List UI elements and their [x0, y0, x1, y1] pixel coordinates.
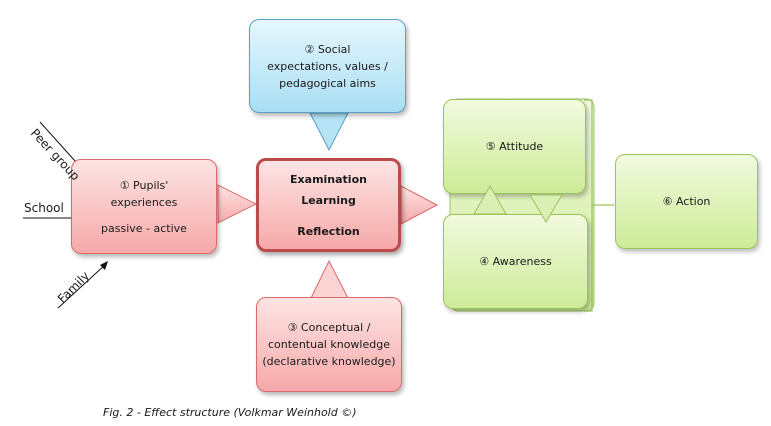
- awareness-label: ④ Awareness: [479, 255, 552, 268]
- conceptual-line-1: ③ Conceptual /: [287, 321, 371, 334]
- conceptual-callout-pointer: [310, 259, 349, 299]
- pupils-line-2: experiences: [110, 195, 178, 209]
- awareness-box: ④ Awareness: [443, 214, 588, 309]
- attitude-label: ⑤ Attitude: [485, 140, 544, 153]
- pupils-line-3: passive - active: [101, 221, 187, 235]
- school-label: School: [24, 201, 64, 215]
- figure-caption: Fig. 2 - Effect structure (Volkmar Weinh…: [103, 406, 357, 419]
- family-arrow-head: [100, 261, 108, 270]
- conceptual-knowledge-box: ③ Conceptual / contentual knowledge (dec…: [256, 297, 402, 392]
- action-label: ⑥ Action: [662, 195, 711, 208]
- social-expectations-box: ② Social expectations, values / pedagogi…: [249, 19, 406, 113]
- conceptual-line-2: contentual knowledge: [267, 338, 390, 351]
- social-line-1: ② Social: [304, 42, 351, 56]
- pupils-title: ① Pupils': [119, 178, 169, 192]
- green-bracket: [584, 99, 614, 312]
- attitude-box: ⑤ Attitude: [443, 99, 586, 194]
- family-arrow: [57, 263, 107, 309]
- action-box: ⑥ Action: [615, 154, 758, 249]
- center-line-2: Learning: [301, 193, 356, 207]
- pupils-experiences-box: ① Pupils' experiences passive - active: [71, 159, 217, 254]
- social-line-2: expectations, values /: [267, 59, 388, 73]
- conceptual-line-3: (declarative knowledge): [262, 355, 396, 368]
- social-callout-pointer: [309, 112, 349, 152]
- pupils-to-center-arrow: [217, 184, 258, 224]
- center-to-green-arrow: [400, 185, 439, 225]
- examination-learning-reflection-box: Examination Learning Reflection: [256, 158, 401, 252]
- center-line-3: Reflection: [297, 224, 360, 238]
- center-line-1: Examination: [290, 172, 367, 186]
- social-line-3: pedagogical aims: [279, 76, 376, 90]
